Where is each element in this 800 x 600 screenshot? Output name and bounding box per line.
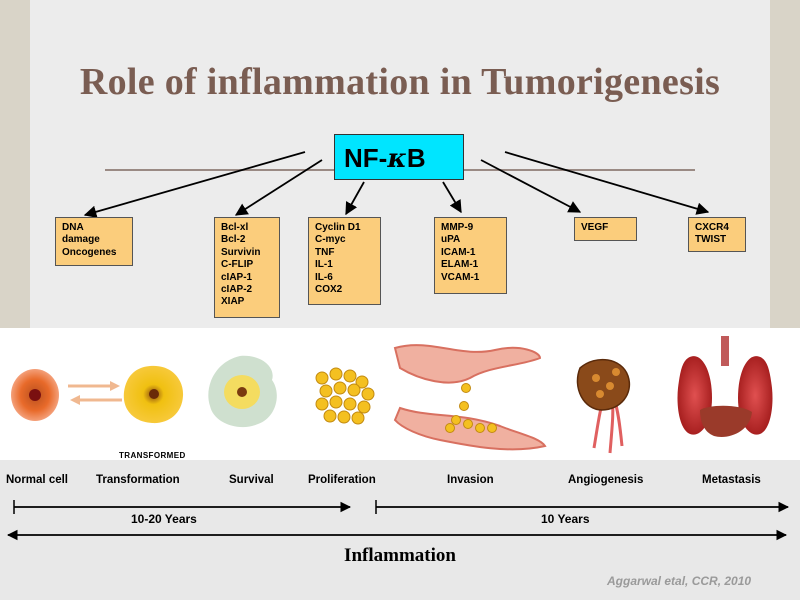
target-item: cIAP-2 (221, 284, 253, 296)
slide-title: Role of inflammation in Tumorigenesis (79, 61, 721, 103)
target-item: Bcl-2 (221, 234, 246, 246)
target-item: MMP-9 (441, 222, 474, 233)
target-item: uPA (441, 234, 461, 246)
stage-label-invasion: Invasion (447, 474, 494, 486)
target-item: IL-6 (315, 271, 333, 283)
transformed-label: TRANSFORMED (119, 451, 186, 460)
target-box-invasion: MMP-9 uPA ICAM-1 ELAM-1 VCAM-1 (434, 217, 507, 294)
invasion-illustration (393, 344, 547, 451)
target-item: DNA (62, 222, 84, 233)
target-item: TNF (315, 246, 335, 258)
target-item: C-FLIP (221, 259, 254, 271)
target-box-proliferation: Cyclin D1 C-myc TNF IL-1 IL-6 COX2 (308, 217, 381, 305)
survival-cell-illustration (208, 355, 277, 428)
illustration-band (0, 328, 800, 460)
stage-label-survival: Survival (229, 474, 274, 486)
target-item: damage (62, 234, 100, 246)
target-box-survival: Bcl-xl Bcl-2 Survivin C-FLIP cIAP-1 cIAP… (214, 217, 280, 318)
target-item: IL-1 (315, 259, 333, 271)
stage-label-proliferation: Proliferation (308, 474, 376, 486)
timeline-late-label: 10 Years (541, 512, 590, 526)
timeline-early-label: 10-20 Years (131, 512, 197, 526)
stage-label-angiogenesis: Angiogenesis (568, 474, 644, 486)
inflammation-label: Inflammation (344, 545, 456, 566)
target-item: ICAM-1 (441, 246, 476, 258)
nf-kb-kappa: κ (387, 144, 407, 174)
normal-cell-illustration (11, 369, 59, 421)
stages-illustration (11, 336, 773, 454)
proliferation-cells-illustration (315, 367, 375, 425)
angiogenesis-illustration (576, 358, 631, 454)
citation: Aggarwal etal, CCR, 2010 (607, 574, 752, 588)
stage-label-normal-cell: Normal cell (6, 474, 68, 486)
target-item: VEGF (581, 222, 609, 233)
target-item: XIAP (221, 296, 245, 308)
target-item: Survivin (221, 246, 261, 258)
stage-label-metastasis: Metastasis (702, 474, 761, 486)
target-item: ELAM-1 (441, 259, 479, 271)
target-item: CXCR4 (695, 222, 729, 233)
target-item: TWIST (695, 234, 727, 246)
target-box-dna-damage: DNA damage Oncogenes (55, 217, 133, 266)
nf-kb-suffix: B (406, 143, 426, 173)
transformed-cell-illustration (123, 365, 184, 424)
stage-label-transformation: Transformation (96, 474, 180, 486)
target-item: VCAM-1 (441, 271, 480, 283)
target-item: Cyclin D1 (315, 222, 361, 233)
target-item: Bcl-xl (221, 222, 249, 233)
target-item: cIAP-1 (221, 271, 253, 283)
target-box-vegf: VEGF (574, 217, 637, 241)
nf-kb-prefix: NF- (344, 143, 388, 173)
target-box-cxcr4-twist: CXCR4 TWIST (688, 217, 746, 252)
target-item: COX2 (315, 284, 343, 296)
nf-kb-hub: NF-κB (334, 134, 464, 180)
metastasis-organs-illustration (677, 336, 773, 437)
target-item: Oncogenes (62, 246, 117, 258)
transition-arrows-icon (68, 381, 122, 405)
target-item: C-myc (315, 234, 346, 246)
